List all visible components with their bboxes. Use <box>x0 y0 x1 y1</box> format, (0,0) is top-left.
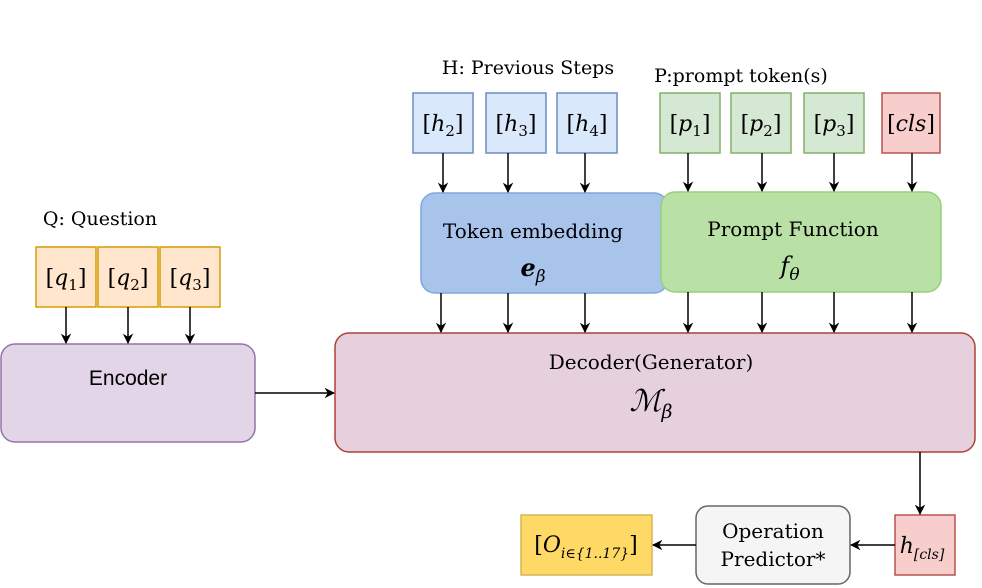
encoder-box: Encoder <box>0 343 256 443</box>
prompt-token-sub: 1 <box>692 122 702 140</box>
history-token-1: [h2] <box>412 92 474 154</box>
cls-token: [cls] <box>881 92 941 154</box>
token-embedding-box: Token embedding eβ <box>420 192 669 294</box>
prompt-tokens-label: P:prompt token(s) <box>654 65 828 87</box>
decoder-sub: β <box>661 401 673 423</box>
svg-text:[p1]: [p1] <box>670 112 711 140</box>
history-token-3: [h4] <box>556 92 618 154</box>
token-embedding-sub: β <box>535 267 546 287</box>
prompt-token-sub: 2 <box>763 122 773 140</box>
prompt-token-base: p <box>678 112 692 137</box>
question-token-sub: 1 <box>68 276 78 294</box>
prompt-token-2: [p2] <box>730 92 792 154</box>
h-cls-box: h[cls] <box>894 514 956 576</box>
history-token-2: [h3] <box>485 92 547 154</box>
question-token-3: [q3] <box>159 246 221 308</box>
svg-text:eβ: eβ <box>520 253 545 287</box>
encoder-label: Encoder <box>89 367 167 390</box>
prompt-token-base: p <box>749 112 763 137</box>
svg-text:[h2]: [h2] <box>423 112 464 140</box>
svg-text:h[cls]: h[cls] <box>900 534 945 563</box>
question-label: Q: Question <box>43 208 157 230</box>
prompt-tokens: [p1] [p2] [p3] <box>659 92 865 154</box>
svg-text:[h3]: [h3] <box>496 112 537 140</box>
history-tokens: [h2] [h3] [h4] <box>412 92 618 154</box>
svg-text:[cls]: [cls] <box>887 112 935 137</box>
prompt-function-box: Prompt Function fθ <box>660 191 942 293</box>
history-token-base: h <box>504 112 518 137</box>
svg-text:[p2]: [p2] <box>741 112 782 140</box>
arrows <box>60 153 926 551</box>
question-tokens: [q1] [q2] [q3] <box>35 246 221 308</box>
output-sub: i∈{1..17} <box>561 546 629 562</box>
question-token-base: q <box>116 266 130 291</box>
history-token-sub: 4 <box>589 122 599 140</box>
svg-text:ℳβ: ℳβ <box>629 384 672 423</box>
cls-token-text: cls <box>896 112 927 137</box>
decoder-symbol: ℳ <box>629 384 665 419</box>
svg-text:[q1]: [q1] <box>46 266 87 294</box>
decoder-box: Decoder(Generator) ℳβ <box>334 332 976 453</box>
question-token-2: [q2] <box>97 246 159 308</box>
history-token-sub: 3 <box>518 122 528 140</box>
h-cls-sub: [cls] <box>914 547 945 563</box>
question-token-1: [q1] <box>35 246 97 308</box>
prompt-function-sub: θ <box>789 265 799 285</box>
prompt-token-1: [p1] <box>659 92 721 154</box>
question-token-base: q <box>54 266 68 291</box>
output-base: O <box>543 533 561 558</box>
operation-predictor-line1: Operation <box>722 519 824 543</box>
output-box: [Oi∈{1..17}] <box>520 514 653 576</box>
question-token-sub: 2 <box>130 276 140 294</box>
question-token-base: q <box>178 266 192 291</box>
history-token-base: h <box>575 112 589 137</box>
prompt-function-label: Prompt Function <box>707 217 879 241</box>
token-embedding-symbol: e <box>520 253 535 282</box>
prompt-token-sub: 3 <box>836 122 846 140</box>
operation-predictor-line2: Predictor* <box>721 547 826 571</box>
prompt-token-3: [p3] <box>803 92 865 154</box>
decoder-label: Decoder(Generator) <box>549 350 754 374</box>
svg-text:[p3]: [p3] <box>814 112 855 140</box>
history-token-base: h <box>431 112 445 137</box>
svg-text:[Oi∈{1..17}]: [Oi∈{1..17}] <box>534 533 638 562</box>
token-embedding-label: Token embedding <box>443 219 623 243</box>
svg-text:[q3]: [q3] <box>170 266 211 294</box>
prompt-token-base: p <box>822 112 836 137</box>
h-cls-base: h <box>900 534 914 559</box>
previous-steps-label: H: Previous Steps <box>442 57 614 79</box>
question-token-sub: 3 <box>192 276 202 294</box>
svg-text:[q2]: [q2] <box>108 266 149 294</box>
operation-predictor-box: Operation Predictor* <box>695 505 851 585</box>
history-token-sub: 2 <box>445 122 455 140</box>
svg-text:[h4]: [h4] <box>567 112 608 140</box>
